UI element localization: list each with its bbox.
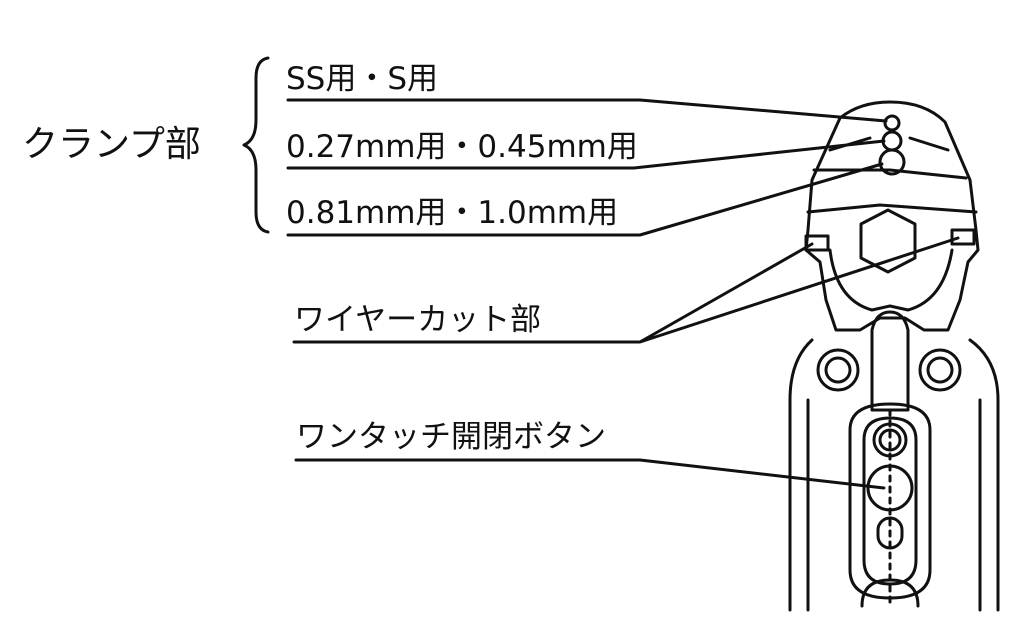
leader-one-touch [294, 458, 886, 490]
pivot-bolt-right-outer [918, 348, 962, 392]
center-spine [870, 310, 910, 412]
pivot-bolt-left-inner [824, 356, 852, 384]
wire-cut-label: ワイヤーカット部 [294, 302, 542, 338]
leader-027-045 [286, 139, 886, 170]
wire-cut-notch-left [804, 234, 830, 252]
pivot-bolt-right-inner [926, 356, 954, 384]
clamp-ss-s-label: SS用・S用 [286, 61, 439, 97]
jaw-lower-line [806, 203, 978, 214]
leader-081-10 [286, 162, 884, 237]
jaw-cross-line [812, 168, 968, 180]
leader-ss-s [286, 98, 888, 123]
clamp-brace [242, 56, 270, 234]
clamp-hole-medium [881, 130, 903, 152]
clamp-081-10-label: 0.81mm用・1.0mm用 [286, 195, 619, 231]
clamp-hole-small [883, 114, 901, 132]
one-touch-button-label: ワンタッチ開閉ボタン [296, 419, 606, 455]
upper-rivet-inner [878, 428, 902, 452]
clamp-027-045-label: 0.27mm用・0.45mm用 [286, 129, 638, 165]
tool-jaw-outline [804, 100, 980, 332]
tool-handle-outline [788, 338, 1000, 612]
clamp-section-label: クランプ部 [22, 124, 201, 165]
leader-wire-cut [292, 236, 960, 344]
clamp-hole-large [878, 148, 906, 176]
pivot-bolt-left-outer [816, 348, 860, 392]
button-housing-inner [862, 416, 918, 586]
hex-crimp [859, 208, 917, 274]
wire-cut-notch-right [950, 228, 976, 246]
jaw-tip-line-right [908, 136, 950, 152]
